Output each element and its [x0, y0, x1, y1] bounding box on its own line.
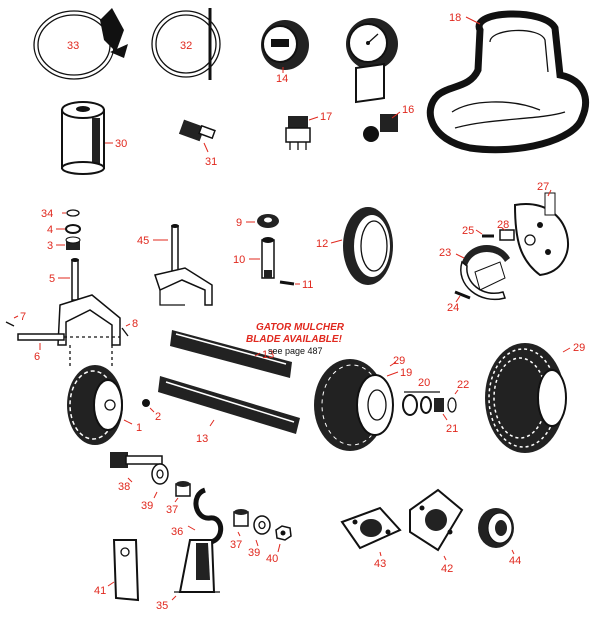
spacer-21	[434, 398, 444, 412]
s-hook-36	[193, 487, 224, 545]
callout-35: 35	[156, 600, 168, 612]
clip-28	[499, 229, 515, 241]
ignition-switch-17	[285, 116, 311, 150]
callout-2: 2	[155, 411, 161, 423]
callout-40: 40	[266, 553, 278, 565]
callout-25: 25	[462, 225, 474, 237]
callout-8: 8	[132, 318, 138, 330]
callout-9: 9	[236, 217, 242, 229]
callout-27: 27	[537, 181, 549, 193]
callout-13-upper: 13	[262, 349, 274, 361]
callout-39-b: 39	[248, 547, 260, 559]
callout-31: 31	[205, 156, 217, 168]
nut-40	[275, 525, 292, 541]
mower-blade-13-upper	[170, 330, 292, 378]
callout-17: 17	[320, 111, 332, 123]
ball-bearing-44	[478, 508, 514, 548]
mower-blade-13-lower	[158, 376, 300, 434]
flange-bearing-42	[409, 488, 464, 552]
blade-bolt-38	[110, 452, 163, 468]
callout-29-left: 29	[393, 355, 405, 367]
callout-20: 20	[418, 377, 430, 389]
flange-bearing-43	[340, 506, 402, 550]
pin-11	[279, 280, 295, 286]
callout-12: 12	[316, 238, 328, 250]
brake-backing-plate-27	[513, 192, 569, 277]
callout-39-a: 39	[141, 500, 153, 512]
flail-blade-35	[174, 539, 220, 593]
callout-37-a: 37	[166, 504, 178, 516]
callout-24: 24	[447, 302, 459, 314]
throttle-cable-33	[33, 8, 128, 80]
tachometer-15	[346, 18, 398, 70]
callout-5: 5	[49, 273, 55, 285]
bushing-37-a	[175, 481, 191, 497]
callout-37-b: 37	[230, 539, 242, 551]
callout-34: 34	[41, 208, 53, 220]
tire-ring-12	[343, 207, 393, 285]
note-line-1: GATOR MULCHER	[256, 322, 345, 333]
washer-4	[65, 224, 81, 234]
callout-22: 22	[457, 379, 469, 391]
callout-1: 1	[136, 422, 142, 434]
callout-29-right: 29	[573, 342, 585, 354]
callout-43: 43	[374, 558, 386, 570]
callout-16: 16	[402, 104, 414, 116]
caster-arm-45	[154, 224, 213, 306]
washer-22	[447, 397, 457, 413]
hour-meter-14	[261, 20, 309, 70]
retaining-ring-34	[66, 209, 80, 217]
callout-21: 21	[446, 423, 458, 435]
brake-band-23	[460, 244, 510, 301]
callout-30: 30	[115, 138, 127, 150]
adapter-fitting-31	[178, 119, 216, 142]
callout-6: 6	[34, 351, 40, 363]
callout-33: 33	[67, 40, 79, 52]
spring-pin-24	[454, 290, 471, 300]
callout-18: 18	[449, 12, 461, 24]
caster-wheel-1	[67, 365, 123, 445]
callout-4: 4	[47, 224, 53, 236]
caster-fork	[57, 294, 121, 368]
callout-45: 45	[137, 235, 149, 247]
bushing-3	[65, 236, 81, 250]
callout-11: 11	[302, 279, 313, 291]
cotter-pin-8	[121, 327, 129, 337]
tire-29-turf	[314, 359, 394, 451]
spindle-10	[261, 237, 275, 279]
washer-39-a	[151, 463, 169, 485]
flail-blade-41	[112, 539, 140, 602]
callout-10: 10	[233, 254, 245, 266]
callout-36: 36	[171, 526, 183, 538]
washer-39-b	[253, 515, 271, 535]
bearing-9	[257, 214, 279, 228]
callout-3: 3	[47, 240, 53, 252]
callout-23: 23	[439, 247, 451, 259]
callout-13-lower: 13	[196, 433, 208, 445]
hub-bearing-20	[402, 391, 440, 416]
seat-18	[426, 10, 589, 154]
cotter-pin-7	[5, 321, 15, 327]
callout-38: 38	[118, 481, 130, 493]
gator-mulcher-note: GATOR MULCHER BLADE AVAILABLE! see page …	[246, 322, 345, 356]
solenoid-16	[355, 62, 398, 142]
oil-filter-30	[61, 101, 105, 175]
callout-14: 14	[276, 73, 288, 85]
callout-19: 19	[400, 367, 412, 379]
choke-cable-32	[151, 8, 221, 80]
tire-29-knobby	[485, 343, 567, 453]
callout-32: 32	[180, 40, 192, 52]
axle-pin-6	[17, 333, 120, 341]
bushing-37-b	[233, 509, 249, 527]
caster-bolt-5	[71, 258, 79, 301]
note-line-3: see page 487	[268, 346, 323, 356]
note-line-2: BLADE AVAILABLE!	[246, 334, 343, 345]
callout-28: 28	[497, 219, 509, 231]
callout-7: 7	[20, 311, 26, 323]
grease-fitting-2	[142, 399, 150, 407]
callout-42: 42	[441, 563, 453, 575]
callout-44: 44	[509, 555, 521, 567]
callout-41: 41	[94, 585, 106, 597]
